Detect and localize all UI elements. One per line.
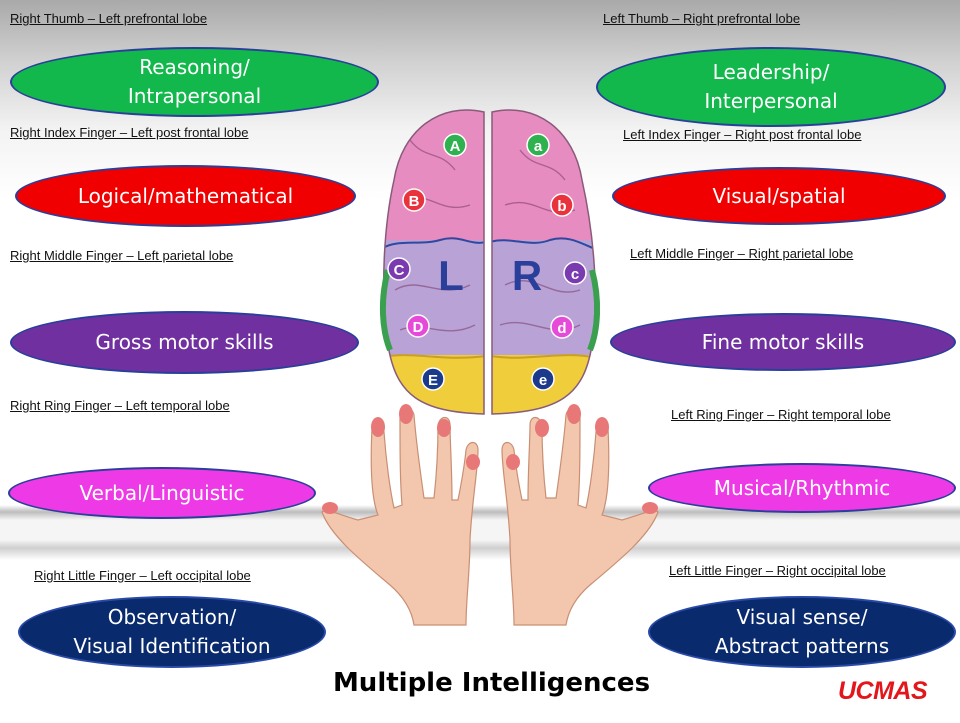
intelligence-visual-sense-text: Visual sense/ Abstract patterns (714, 605, 890, 658)
marker-E-text: E (428, 372, 438, 389)
marker-C: C (387, 257, 411, 281)
intelligence-logical: Logical/mathematical (15, 165, 356, 227)
label-left-thumb: Left Thumb – Right prefrontal lobe (603, 11, 801, 26)
label-right-thumb: Right Thumb – Left prefrontal lobe (10, 11, 208, 26)
marker-D-text: D (413, 319, 424, 336)
label-right-index: Right Index Finger – Left post frontal l… (10, 125, 249, 140)
left-hemisphere-letter: L (438, 252, 464, 299)
label-right-middle: Right Middle Finger – Left parietal lobe (10, 248, 234, 263)
marker-b: b (550, 193, 574, 217)
marker-d-text: d (557, 320, 566, 337)
right-hand (501, 407, 659, 626)
intelligence-verbal-text: Verbal/Linguistic (79, 480, 245, 505)
intelligence-reasoning-text: Reasoning/ Intrapersonal (127, 55, 262, 108)
label-left-middle: Left Middle Finger – Right parietal lobe (630, 246, 854, 261)
intelligence-reasoning: Reasoning/ Intrapersonal (10, 47, 379, 117)
right-hemisphere-letter: R (512, 252, 542, 299)
label-right-ring: Right Ring Finger – Left temporal lobe (10, 398, 230, 413)
intelligence-gross-motor: Gross motor skills (10, 311, 359, 374)
marker-c: c (563, 261, 587, 285)
intelligence-observation-text: Observation/ Visual Identification (73, 605, 271, 658)
label-left-index: Left Index Finger – Right post frontal l… (623, 127, 862, 142)
marker-b-text: b (557, 198, 566, 215)
intelligence-leadership: Leadership/ Interpersonal (596, 47, 946, 127)
intelligence-logical-text: Logical/mathematical (77, 183, 294, 208)
brain-hands-illustration: L R A B C D E a b c d e (321, 109, 659, 626)
intelligence-fine-motor: Fine motor skills (610, 313, 956, 371)
marker-C-text: C (394, 262, 405, 279)
intelligence-gross-motor-text: Gross motor skills (95, 330, 274, 354)
label-left-ring: Left Ring Finger – Right temporal lobe (671, 407, 891, 422)
left-hand (321, 407, 479, 626)
intelligence-leadership-text: Leadership/ Interpersonal (704, 60, 838, 113)
marker-B: B (402, 188, 426, 212)
ucmas-logo: UCMAS (838, 677, 928, 705)
intelligence-fine-motor-text: Fine motor skills (701, 329, 865, 354)
marker-e-text: e (539, 372, 547, 389)
intelligence-visual-spatial: Visual/spatial (612, 167, 946, 225)
intelligence-visual-sense: Visual sense/ Abstract patterns (648, 596, 956, 668)
marker-B-text: B (409, 193, 420, 210)
marker-a: a (526, 133, 550, 157)
marker-e: e (531, 367, 555, 391)
page-title: Multiple Intelligences (332, 668, 651, 698)
intelligence-visual-spatial-text: Visual/spatial (712, 183, 846, 208)
marker-D: D (406, 314, 430, 338)
intelligence-musical: Musical/Rhythmic (648, 463, 956, 513)
marker-a-text: a (534, 138, 543, 155)
label-right-little: Right Little Finger – Left occipital lob… (34, 568, 251, 583)
right-hand-nails (506, 404, 658, 514)
intelligence-musical-text: Musical/Rhythmic (713, 475, 891, 500)
label-left-little: Left Little Finger – Right occipital lob… (669, 563, 886, 578)
marker-A: A (443, 133, 467, 157)
intelligence-verbal: Verbal/Linguistic (8, 467, 316, 519)
marker-E: E (421, 367, 445, 391)
marker-d: d (550, 315, 574, 339)
marker-A-text: A (450, 138, 461, 155)
left-hand-nails (322, 404, 480, 514)
marker-c-text: c (571, 266, 579, 283)
intelligence-observation: Observation/ Visual Identification (18, 596, 326, 668)
